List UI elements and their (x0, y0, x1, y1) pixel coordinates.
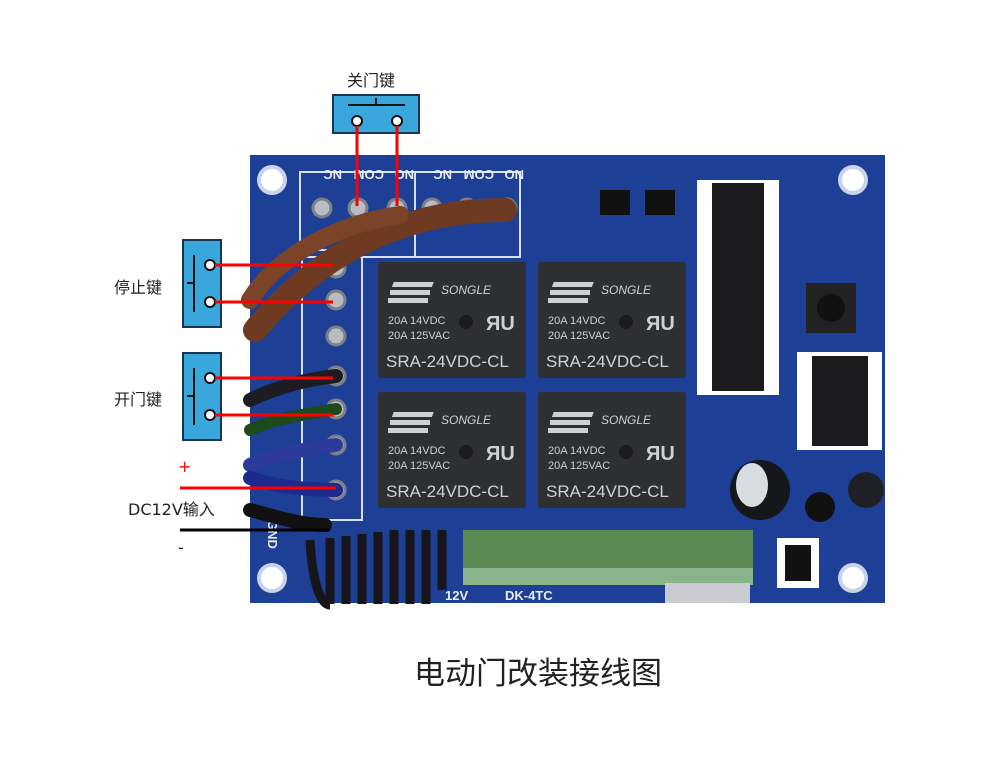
svg-text:DK-4TC: DK-4TC (505, 588, 553, 603)
svg-text:GND: GND (265, 520, 280, 549)
relay-model: SRA-24VDC-CL (386, 482, 509, 501)
relay-rating: 20A 125VAC (388, 460, 450, 472)
rf-module: DK-4TC 12V GND (265, 520, 753, 603)
mounting-holes (257, 165, 868, 593)
songle-logo-icon (388, 282, 434, 303)
relay-brand: SONGLE (441, 283, 492, 297)
relay-model: SRA-24VDC-CL (386, 352, 509, 371)
close-door-button (332, 94, 420, 134)
relay: SONGLE 20A 14VDC 20A 125VAC ЯU SRA-24VDC-CL (378, 262, 526, 378)
relay-rating: 20A 125VAC (548, 330, 610, 342)
capacitors (730, 460, 884, 522)
relay-board: NO COM NC NO COM NC (250, 155, 885, 610)
svg-text:COM: COM (464, 167, 494, 182)
relay-rating: 20A 125VAC (548, 460, 610, 472)
relay-model: SRA-24VDC-CL (546, 482, 669, 501)
songle-logo-icon (548, 282, 594, 303)
relay-rating: 20A 125VAC (388, 330, 450, 342)
relay: SONGLE 20A 14VDC 20A 125VAC ЯU SRA-24VDC-CL (378, 392, 526, 508)
relay-rating: 20A 14VDC (388, 445, 446, 457)
ul-mark-icon: ЯU (646, 313, 675, 335)
close-button-label: 关门键 (347, 71, 395, 90)
ic-chip (600, 180, 882, 588)
relay-brand: SONGLE (601, 283, 652, 297)
relay-rating: 20A 14VDC (548, 315, 606, 327)
svg-text:NO: NO (505, 167, 525, 182)
relay-brand: SONGLE (441, 413, 492, 427)
ul-mark-icon: ЯU (486, 313, 515, 335)
plus-label: + (178, 457, 191, 476)
relay-rating: 20A 14VDC (388, 315, 446, 327)
cables (241, 198, 517, 532)
relay-rating: 20A 14VDC (548, 445, 606, 457)
relay: SONGLE 20A 14VDC 20A 125VAC ЯU SRA-24VDC-CL (538, 392, 686, 508)
minus-label: - (178, 538, 184, 557)
songle-logo-icon (388, 412, 434, 433)
antenna-coil (305, 530, 447, 610)
stop-button-label: 停止键 (114, 278, 162, 297)
diagram-caption: 电动门改装接线图 (414, 656, 662, 692)
open-button-label: 开门键 (114, 390, 162, 409)
songle-logo-icon (548, 412, 594, 433)
ul-mark-icon: ЯU (486, 443, 515, 465)
relay-model: SRA-24VDC-CL (546, 352, 669, 371)
stop-button (182, 239, 222, 328)
open-door-button (182, 352, 222, 441)
svg-text:12V: 12V (445, 588, 468, 603)
top-terminal-labels: NO COM NC NO COM NC (323, 167, 524, 182)
relay: SONGLE 20A 14VDC 20A 125VAC ЯU SRA-24VDC-CL (538, 262, 686, 378)
wiring-lines (180, 126, 399, 532)
svg-text:COM: COM (354, 167, 384, 182)
svg-text:NO: NO (395, 167, 415, 182)
svg-text:NC: NC (323, 167, 342, 182)
ul-mark-icon: ЯU (646, 443, 675, 465)
svg-text:NC: NC (433, 167, 452, 182)
relay-brand: SONGLE (601, 413, 652, 427)
power-input-label: DC12V输入 (128, 500, 215, 519)
